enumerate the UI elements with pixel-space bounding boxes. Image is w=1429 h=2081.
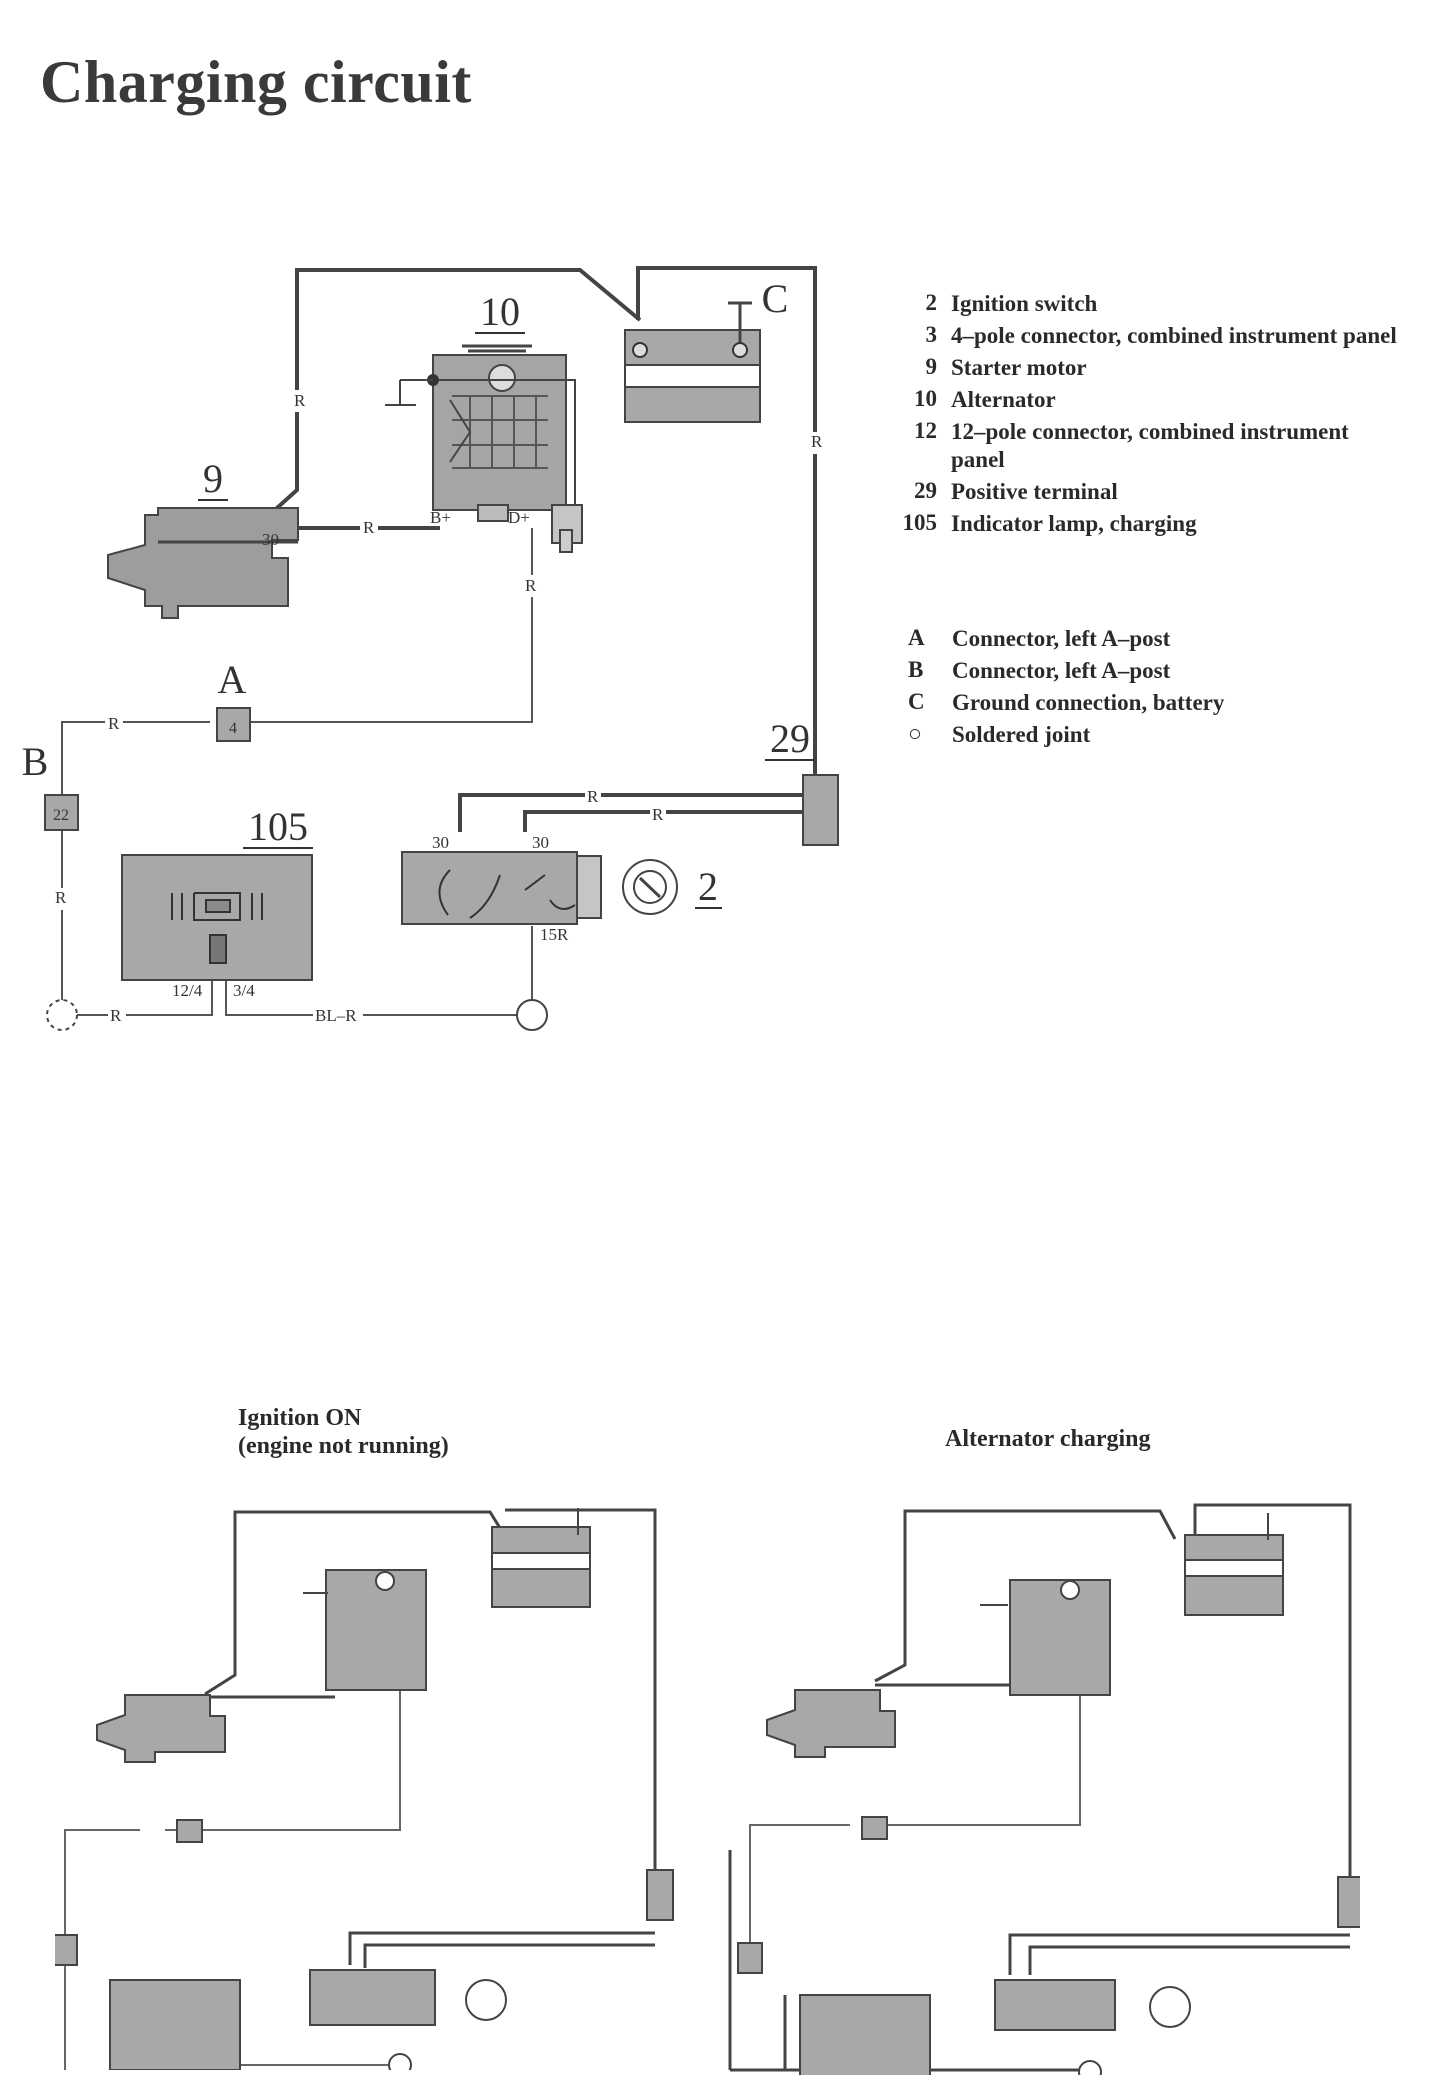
label-connector-b: B — [22, 739, 49, 784]
wire-label-r-8: R — [652, 805, 664, 824]
wire-label-r-7: R — [587, 787, 599, 806]
label-comp-9: 9 — [203, 456, 223, 501]
wire-label-r-9: R — [110, 1006, 122, 1025]
terminal-30-starter: 30 — [262, 530, 279, 549]
wire-29-to-switch-a — [458, 793, 815, 832]
wire-starter-to-battery — [256, 268, 642, 527]
pin-12-4: 12/4 — [172, 981, 203, 1000]
terminal-30-switch-a: 30 — [432, 833, 449, 852]
diagram-labels: 9 10 105 29 2 A B C — [22, 276, 815, 909]
wire-label-r-6: R — [55, 888, 67, 907]
terminal-30-switch-b: 30 — [532, 833, 549, 852]
wires — [256, 266, 817, 832]
terminal-d-plus: D+ — [508, 508, 530, 527]
soldered-joint-2 — [46, 999, 78, 1031]
connector-b-block: 22 — [44, 794, 79, 831]
alternator-10 — [385, 344, 583, 553]
wire-label-r-4: R — [525, 576, 537, 595]
label-comp-2: 2 — [698, 864, 718, 909]
indicator-lamp-105 — [121, 854, 313, 981]
caption-ignition-on-title: Ignition ON — [238, 1405, 362, 1431]
terminal-15r: 15R — [540, 925, 569, 944]
label-connector-a: A — [218, 657, 247, 702]
label-comp-10: 10 — [480, 289, 520, 334]
wire-29-to-switch-b — [523, 810, 815, 832]
battery — [624, 301, 761, 423]
wire-battery-to-29 — [636, 266, 817, 775]
connector-b-pin: 22 — [53, 807, 69, 824]
label-connector-c: C — [762, 276, 789, 321]
caption-ignition-on: Ignition ON (engine not running) — [238, 1404, 449, 1460]
legend-item: ○Soldered joint — [908, 721, 1091, 747]
wire-dplus-to-a — [250, 528, 533, 723]
label-comp-105: 105 — [248, 804, 308, 849]
terminal-b-plus: B+ — [430, 508, 451, 527]
connector-a-block: 4 — [216, 707, 251, 742]
main-wiring-diagram: 4 22 9 10 105 29 2 A B C — [22, 266, 839, 1031]
wire-label-r-3: R — [811, 432, 823, 451]
soldered-joints — [46, 999, 548, 1031]
pin-3-4: 3/4 — [233, 981, 255, 1000]
caption-alternator-charging: Alternator charging — [945, 1426, 1151, 1452]
caption-ignition-on-subtitle: (engine not running) — [238, 1433, 449, 1459]
soldered-joint-1 — [516, 999, 548, 1031]
wire-labels: R R R R R R R R R BL–R 30 B+ D+ 30 30 15… — [54, 390, 826, 1027]
wire-a-to-b — [61, 721, 210, 795]
wire-label-r-5: R — [108, 714, 120, 733]
mini-diagram-ignition-on — [55, 1508, 674, 2070]
starter-motor-9 — [107, 507, 299, 619]
label-comp-29: 29 — [770, 716, 810, 761]
mini-diagram-alternator-charging — [728, 1503, 1360, 2075]
connector-a-pin: 4 — [229, 720, 237, 737]
connector-29-block — [802, 774, 839, 846]
ignition-switch-2 — [401, 851, 678, 925]
wire-label-r-2: R — [363, 518, 375, 537]
wire-label-bl-r: BL–R — [315, 1006, 357, 1025]
page-title: Charging circuit — [40, 49, 472, 115]
wire-label-r-1: R — [294, 391, 306, 410]
